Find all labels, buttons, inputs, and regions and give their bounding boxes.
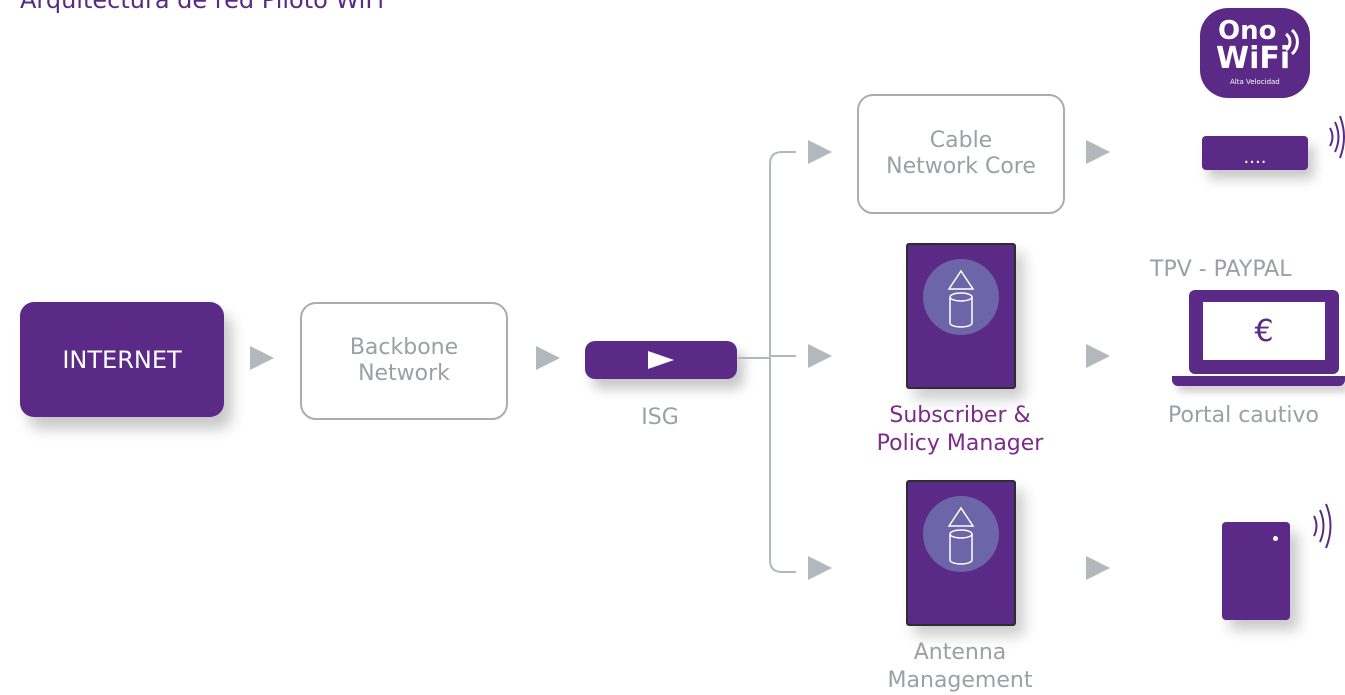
tpv-paypal-label: TPV - PAYPAL — [1150, 257, 1292, 282]
laptop-screen: € — [1189, 290, 1339, 374]
laptop-display: € — [1203, 302, 1325, 360]
backbone-network-label: Backbone Network — [349, 335, 459, 386]
currency-symbol: € — [1254, 313, 1274, 349]
backbone-network-node: Backbone Network — [300, 302, 508, 420]
logo-text-wifi: WiFi — [1216, 41, 1291, 76]
isg-label: ISG — [641, 405, 679, 430]
router-dots: .... — [1243, 147, 1267, 168]
arrow-to-access-point — [1086, 556, 1110, 580]
database-icon — [947, 269, 975, 328]
cable-network-core-label: Cable Network Core — [886, 128, 1036, 179]
router-wireless-icon — [1329, 115, 1345, 159]
antenna-management-label: Antenna Management — [887, 640, 1033, 693]
subscriber-policy-server — [906, 243, 1016, 389]
logo-signal-icon — [1284, 28, 1299, 56]
arrow-internet-backbone — [250, 346, 274, 370]
arrow-backbone-isg — [536, 346, 560, 370]
ono-wifi-logo: Ono WiFi Alta Velocidad — [1200, 8, 1310, 98]
arrow-to-portal — [1086, 344, 1110, 368]
internet-label: INTERNET — [62, 345, 182, 374]
arrow-to-antenna-management — [808, 556, 832, 580]
play-icon — [648, 351, 674, 369]
router-device: .... — [1202, 136, 1308, 170]
portal-cautivo-label: Portal cautivo — [1168, 403, 1319, 428]
logo-text-ono: Ono — [1218, 16, 1277, 46]
laptop-icon: € — [1172, 290, 1345, 390]
access-point-led — [1273, 536, 1278, 541]
cable-network-core-node: Cable Network Core — [857, 94, 1065, 214]
internet-node: INTERNET — [20, 302, 224, 417]
database-icon — [947, 506, 975, 565]
antenna-management-server — [906, 480, 1016, 626]
laptop-base — [1172, 376, 1345, 386]
arrow-to-subscriber — [808, 344, 832, 368]
arrow-to-router — [1086, 140, 1110, 164]
access-point-wireless-icon — [1313, 503, 1332, 549]
logo-tagline: Alta Velocidad — [1230, 78, 1280, 86]
arrow-to-cable-core — [808, 140, 832, 164]
access-point-device — [1222, 522, 1290, 620]
diagram-title: Arquitectura de red Piloto WiFi — [20, 0, 385, 14]
isg-node — [585, 341, 737, 379]
subscriber-policy-label: Subscriber & Policy Manager — [876, 403, 1044, 456]
